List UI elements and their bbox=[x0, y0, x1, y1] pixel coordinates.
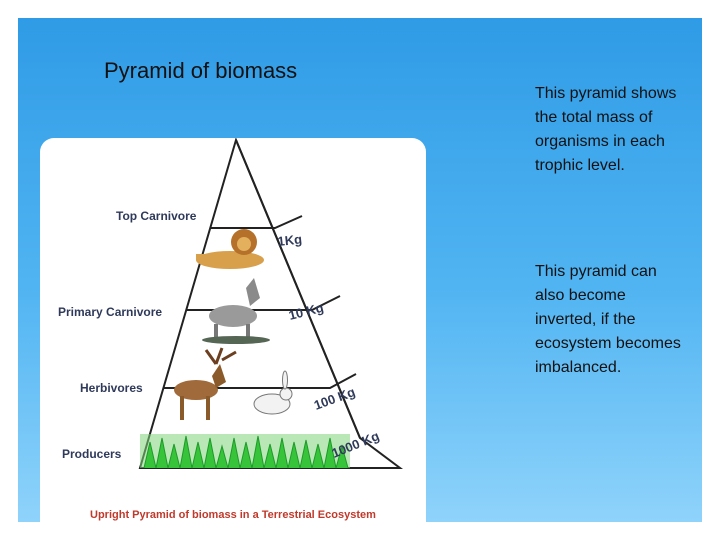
wolf-icon bbox=[202, 278, 270, 344]
pyramid-edge bbox=[235, 139, 361, 439]
level-label-primary-carnivore: Primary Carnivore bbox=[58, 305, 162, 319]
grass-producers-icon bbox=[140, 434, 350, 469]
level-label-herbivores: Herbivores bbox=[80, 381, 143, 395]
rabbit-icon bbox=[253, 370, 293, 415]
pyramid-outline bbox=[138, 138, 403, 469]
paragraph-inverted: This pyramid can also become inverted, i… bbox=[535, 263, 681, 376]
paragraph-total-mass: This pyramid shows the total mass of org… bbox=[535, 85, 677, 174]
tier-divider bbox=[164, 373, 357, 389]
pyramid-figure: Top Carnivore Primary Carnivore Herbivor… bbox=[40, 138, 426, 522]
lion-icon bbox=[196, 229, 264, 269]
mass-label-top-carnivore: 1Kg bbox=[277, 231, 303, 248]
slide-title: Pyramid of biomass bbox=[104, 58, 298, 83]
figure-caption: Upright Pyramid of biomass in a Terrestr… bbox=[90, 509, 376, 521]
pyramid-diagram: Top Carnivore Primary Carnivore Herbivor… bbox=[58, 138, 403, 521]
tier-divider bbox=[210, 215, 303, 229]
level-label-producers: Producers bbox=[62, 447, 122, 461]
deer-icon bbox=[174, 347, 237, 420]
level-label-top-carnivore: Top Carnivore bbox=[116, 209, 197, 223]
